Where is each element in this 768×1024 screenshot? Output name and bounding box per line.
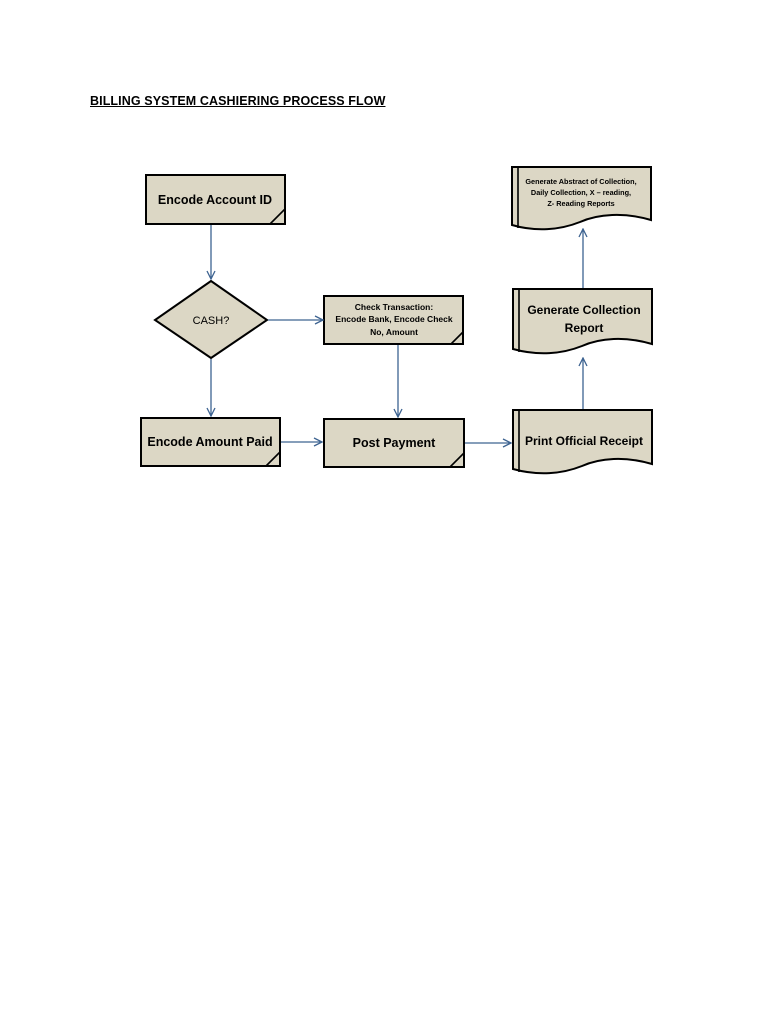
node-check-transaction: Check Transaction: Encode Bank, Encode C… xyxy=(323,295,464,345)
node-encode-account-id: Encode Account ID xyxy=(145,174,286,225)
node-post-payment-label: Post Payment xyxy=(353,436,437,450)
node-generate-abstract: Generate Abstract of Collection, Daily C… xyxy=(511,166,652,231)
node-post-payment: Post Payment xyxy=(323,418,465,468)
node-generate-abstract-label-3: Z- Reading Reports xyxy=(547,199,614,208)
node-print-official-receipt: Print Official Receipt xyxy=(512,409,653,475)
node-check-transaction-label-1: Check Transaction: xyxy=(355,302,434,312)
node-encode-account-id-label: Encode Account ID xyxy=(158,193,272,207)
node-check-transaction-label-3: No, Amount xyxy=(370,327,418,337)
node-check-transaction-label-2: Encode Bank, Encode Check xyxy=(335,314,452,324)
node-encode-amount-paid-label: Encode Amount Paid xyxy=(147,435,272,449)
node-print-official-receipt-label: Print Official Receipt xyxy=(525,434,643,448)
node-generate-abstract-label-1: Generate Abstract of Collection, xyxy=(525,177,636,186)
node-generate-collection-report: Generate Collection Report xyxy=(512,288,653,355)
node-encode-amount-paid: Encode Amount Paid xyxy=(140,417,281,467)
node-generate-collection-report-label-1: Generate Collection xyxy=(527,303,640,317)
node-cash-decision: CASH? xyxy=(153,279,269,360)
page-title: BILLING SYSTEM CASHIERING PROCESS FLOW xyxy=(90,94,386,108)
node-generate-collection-report-label-2: Report xyxy=(565,321,604,335)
node-generate-abstract-label-2: Daily Collection, X – reading, xyxy=(531,188,631,197)
node-cash-decision-label: CASH? xyxy=(193,315,230,327)
